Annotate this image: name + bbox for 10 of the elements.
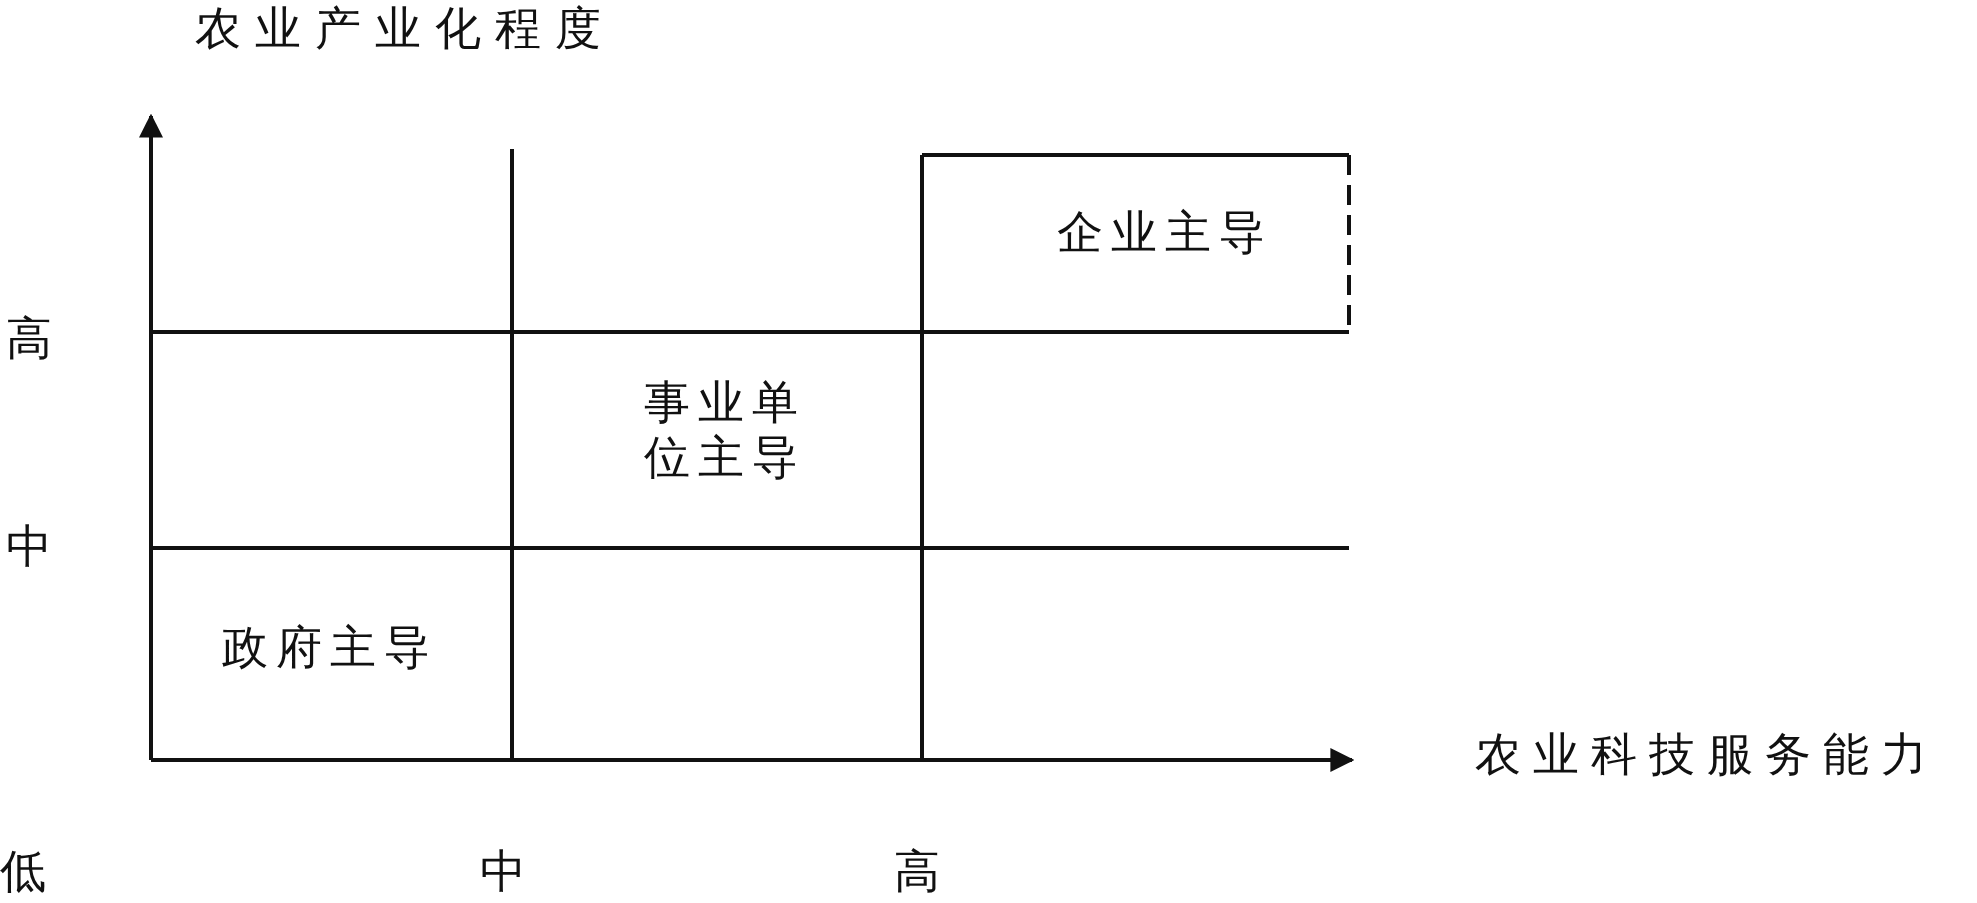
axis-title: 农业产业化程度	[195, 2, 615, 55]
tick-label: 低	[0, 845, 46, 898]
tick-label: 高	[894, 845, 940, 898]
tick-label: 高	[6, 312, 52, 365]
quadrant-label: 企业主导	[1040, 205, 1290, 261]
tick-label: 中	[480, 845, 526, 898]
quadrant-label: 政府主导	[205, 620, 455, 676]
tick-label: 中	[6, 520, 52, 573]
quadrant-label: 事业单位主导	[625, 375, 825, 486]
axis-title: 农业科技服务能力	[1475, 728, 1939, 781]
